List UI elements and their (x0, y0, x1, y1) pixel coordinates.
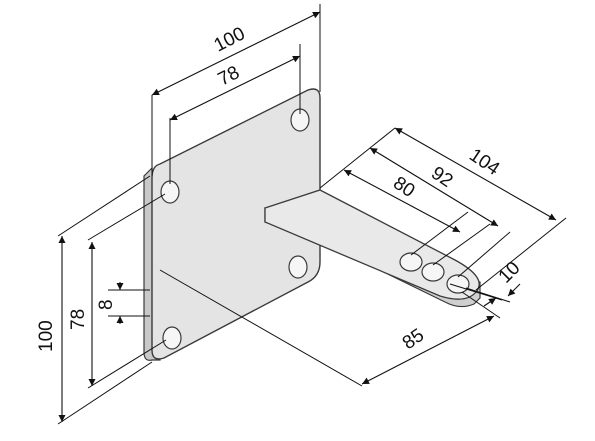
arm-hole-2 (421, 262, 445, 282)
dim-arm-offset: 85 (399, 325, 428, 354)
dimension-labels: 100 78 100 78 8 104 92 80 10 85 (36, 23, 524, 354)
plate-hole-bottom-left (162, 326, 182, 350)
dim-hole-edge-offset: 8 (96, 299, 117, 310)
plate-hole-bottom-right (288, 255, 308, 279)
dim-line-arm-near-hole (343, 169, 461, 233)
dim-line-plate-width-holes (169, 55, 301, 121)
dim-line-arm-total (394, 127, 557, 221)
dim-arm-hole-far: 92 (427, 163, 456, 192)
arm-hole-1 (399, 252, 423, 272)
dim-arm-hole-near: 80 (389, 173, 418, 202)
dim-plate-width-outer: 100 (211, 23, 249, 56)
dim-arm-hole-spacing: 10 (495, 258, 525, 288)
plate-hole-top-left (160, 180, 180, 204)
dimension-lines (58, 11, 557, 422)
dim-plate-height-holes: 78 (68, 309, 89, 330)
bracket-part (143, 88, 481, 361)
dim-plate-height-outer: 100 (36, 320, 57, 352)
dim-line-arm-offset (361, 315, 495, 385)
extension-lines (57, 4, 567, 425)
dim-line-hole-spacing (483, 297, 497, 307)
dim-arm-length-total: 104 (465, 145, 503, 180)
